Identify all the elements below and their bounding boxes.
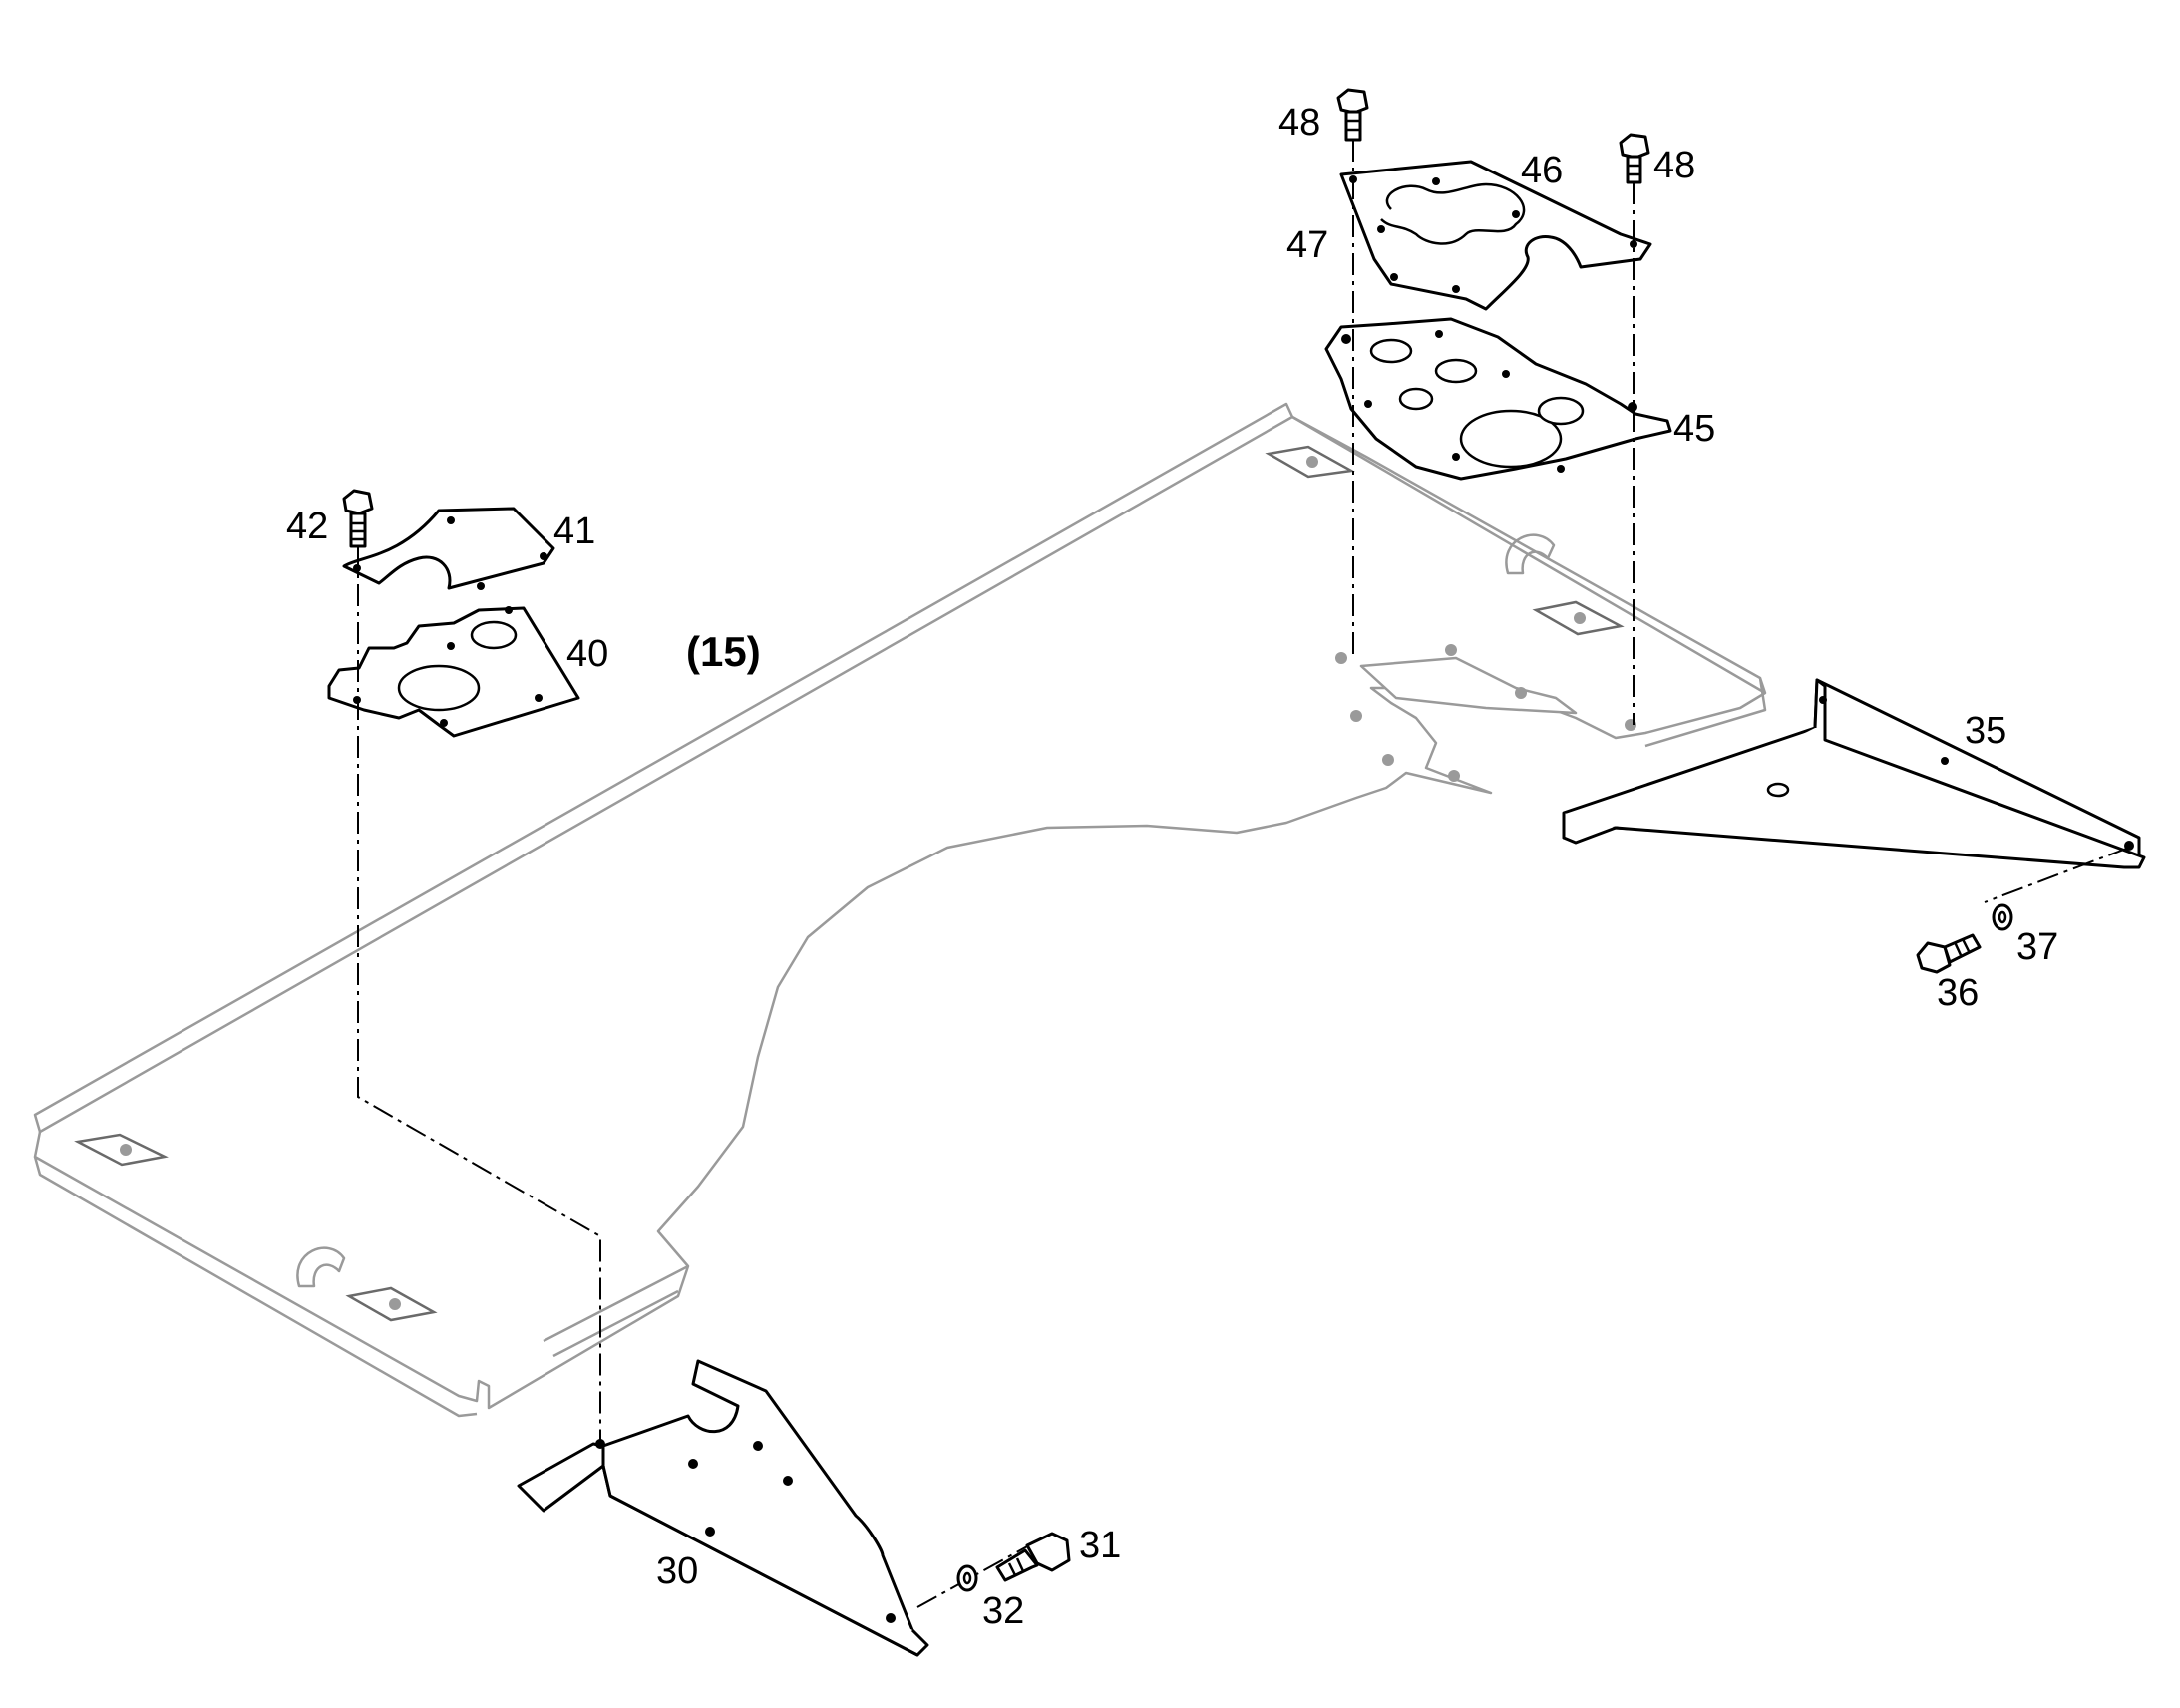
- part-36-bolt[interactable]: [1916, 933, 1982, 974]
- bolt-hole-dot: [1502, 370, 1510, 378]
- plate-bore: [1459, 409, 1563, 469]
- callout-46: 46: [1521, 150, 1563, 191]
- callout-36: 36: [1937, 972, 1979, 1014]
- bolt-hole-dot: [1377, 225, 1385, 233]
- bolt-hole-dot: [1341, 334, 1351, 344]
- bolt-hole-dot: [1452, 453, 1460, 461]
- callout-30: 30: [656, 1550, 698, 1592]
- part-30-bracket[interactable]: [517, 1359, 929, 1657]
- frame-long-flange: [33, 402, 1294, 1134]
- plate-bore-small: [1537, 396, 1585, 426]
- callout-31: 31: [1079, 1525, 1121, 1566]
- bolt-hole-dot: [1364, 400, 1372, 408]
- frame-hole: [389, 1298, 401, 1310]
- frame-left-rail: [33, 1156, 478, 1418]
- callout-35: 35: [1965, 710, 2006, 752]
- assembly-reference-label: (15): [686, 628, 761, 675]
- plate-bore-small: [1398, 387, 1434, 411]
- bolt-hole-dot: [477, 582, 485, 590]
- bolt-hole-dot: [440, 719, 448, 727]
- frame-hole: [1306, 456, 1318, 468]
- callout-40: 40: [566, 633, 608, 675]
- callout-41: 41: [553, 511, 595, 552]
- bolt-hole-dot: [753, 1441, 763, 1451]
- assembly-axis-35-36: [1984, 847, 2130, 903]
- part-45-plate[interactable]: [1324, 317, 1672, 481]
- plate-bore: [397, 664, 481, 712]
- callout-42: 42: [286, 506, 328, 547]
- frame-hole: [1574, 612, 1586, 624]
- frame-hole: [1382, 754, 1394, 766]
- bolt-hole-dot: [1941, 757, 1949, 765]
- part-41-plate[interactable]: [342, 507, 555, 590]
- bolt-hole-dot: [540, 552, 547, 560]
- part-42-bolt[interactable]: [342, 489, 374, 548]
- part-46-plate[interactable]: [1339, 160, 1652, 311]
- bolt-hole-dot: [1390, 273, 1398, 281]
- frame-plate-outline: [33, 415, 1767, 1410]
- callout-37: 37: [2016, 926, 2058, 968]
- callout-47: 47: [1286, 224, 1328, 266]
- frame-hole: [1445, 644, 1457, 656]
- bolt-hole-dot: [1452, 285, 1460, 293]
- plate-bore-small: [1369, 338, 1413, 364]
- bolt-hole-dot: [886, 1613, 896, 1623]
- bolt-hole-dot: [1512, 210, 1520, 218]
- callout-48-right: 48: [1653, 145, 1695, 186]
- frame-hole: [1335, 652, 1347, 664]
- bolt-hole-dot: [688, 1459, 698, 1469]
- part-35-bracket[interactable]: [1562, 678, 2146, 869]
- part-48-bolt-right[interactable]: [1619, 133, 1650, 184]
- frame-hole: [1448, 770, 1460, 782]
- part-32-washer[interactable]: [956, 1564, 978, 1592]
- frame-hole: [1515, 687, 1527, 699]
- bolt-hole-dot: [783, 1476, 793, 1486]
- callout-45: 45: [1673, 408, 1715, 450]
- bolt-hole-dot: [1432, 177, 1440, 185]
- bolt-hole-dot: [535, 694, 543, 702]
- plate-bore-small: [470, 620, 518, 650]
- assembly-axis-30-31: [916, 1535, 1048, 1608]
- base-frame: [33, 402, 1767, 1418]
- bolt-hole-dot: [1557, 465, 1565, 473]
- bolt-hole-dot: [595, 1439, 605, 1449]
- bracket-bore: [1766, 782, 1790, 798]
- part-40-plate[interactable]: [327, 606, 580, 738]
- bolt-hole-dot: [447, 642, 455, 650]
- frame-inner-plate: [1359, 656, 1578, 715]
- bolt-hole-dot: [705, 1527, 715, 1537]
- frame-hook-1: [296, 1246, 346, 1288]
- frame-hole: [1350, 710, 1362, 722]
- part-48-bolt-left[interactable]: [1336, 88, 1369, 142]
- callout-32: 32: [982, 1590, 1024, 1632]
- bolt-hole-dot: [1628, 402, 1637, 412]
- bolt-hole-dot: [1819, 696, 1827, 704]
- bolt-hole-dot: [1435, 330, 1443, 338]
- assembly-axis-left: [357, 546, 601, 1446]
- callout-48-left: 48: [1278, 102, 1320, 144]
- frame-hook-2: [1505, 533, 1556, 575]
- part-37-washer[interactable]: [1992, 903, 2013, 931]
- bolt-hole-dot: [447, 516, 455, 524]
- bolt-hole-dot: [1630, 240, 1637, 248]
- part-31-bolt[interactable]: [995, 1532, 1071, 1582]
- frame-hole: [120, 1144, 132, 1156]
- frame-notch-line: [543, 1264, 689, 1358]
- plate-bore-small: [1434, 358, 1478, 384]
- frame-hole: [1625, 719, 1636, 731]
- bolt-hole-dot: [505, 606, 513, 614]
